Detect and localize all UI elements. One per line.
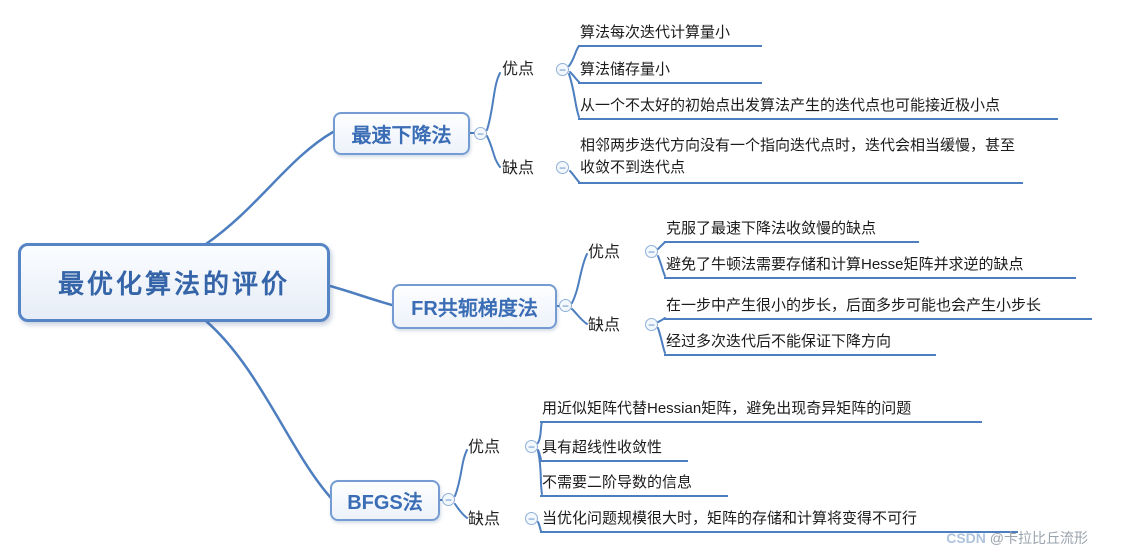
leaf-topic[interactable]: 算法每次迭代计算量小 (578, 24, 762, 47)
branch-bfgs[interactable]: BFGS法 (330, 480, 440, 521)
collapse-icon[interactable]: − (645, 245, 658, 258)
fr-pros-label[interactable]: 优点 (588, 244, 621, 261)
leaf-topic[interactable]: 经过多次迭代后不能保证下降方向 (664, 333, 936, 356)
leaf-topic[interactable]: 相邻两步迭代方向没有一个指向迭代点时，迭代会相当缓慢，甚至收敛不到迭代点 (578, 135, 1023, 184)
collapse-icon[interactable]: − (474, 127, 487, 140)
branch-steepest-descent[interactable]: 最速下降法 (333, 112, 470, 155)
watermark-user: @卡拉比丘流形 (989, 530, 1088, 546)
bfgs-pros-label[interactable]: 优点 (468, 439, 501, 456)
leaf-topic[interactable]: 当优化问题规模很大时，矩阵的存储和计算将变得不可行 (540, 510, 1018, 533)
leaf-topic[interactable]: 算法储存量小 (578, 61, 762, 84)
root-topic[interactable]: 最优化算法的评价 (18, 243, 330, 322)
leaf-topic[interactable]: 克服了最速下降法收敛慢的缺点 (664, 220, 919, 243)
fr-cons-label[interactable]: 缺点 (588, 317, 621, 334)
collapse-icon[interactable]: − (556, 63, 569, 76)
watermark-brand: CSDN (946, 530, 986, 546)
leaf-topic[interactable]: 避免了牛顿法需要存储和计算Hesse矩阵并求逆的缺点 (664, 256, 1076, 279)
branch-fr-conjugate-gradient[interactable]: FR共轭梯度法 (392, 284, 557, 329)
collapse-icon[interactable]: − (525, 440, 538, 453)
leaf-topic[interactable]: 用近似矩阵代替Hessian矩阵，避免出现奇异矩阵的问题 (540, 400, 982, 423)
leaf-topic[interactable]: 从一个不太好的初始点出发算法产生的迭代点也可能接近极小点 (578, 97, 1058, 120)
collapse-icon[interactable]: − (559, 299, 572, 312)
steepest-descent-cons-label[interactable]: 缺点 (502, 160, 535, 177)
collapse-icon[interactable]: − (556, 161, 569, 174)
bfgs-cons-label[interactable]: 缺点 (468, 511, 501, 528)
collapse-icon[interactable]: − (645, 318, 658, 331)
leaf-topic[interactable]: 不需要二阶导数的信息 (540, 474, 728, 497)
collapse-icon[interactable]: − (525, 512, 538, 525)
steepest-descent-pros-label[interactable]: 优点 (502, 61, 535, 78)
watermark: CSDN @卡拉比丘流形 (946, 528, 1088, 548)
leaf-topic[interactable]: 具有超线性收敛性 (540, 439, 688, 462)
collapse-icon[interactable]: − (442, 493, 455, 506)
leaf-topic[interactable]: 在一步中产生很小的步长，后面多步可能也会产生小步长 (664, 297, 1092, 320)
